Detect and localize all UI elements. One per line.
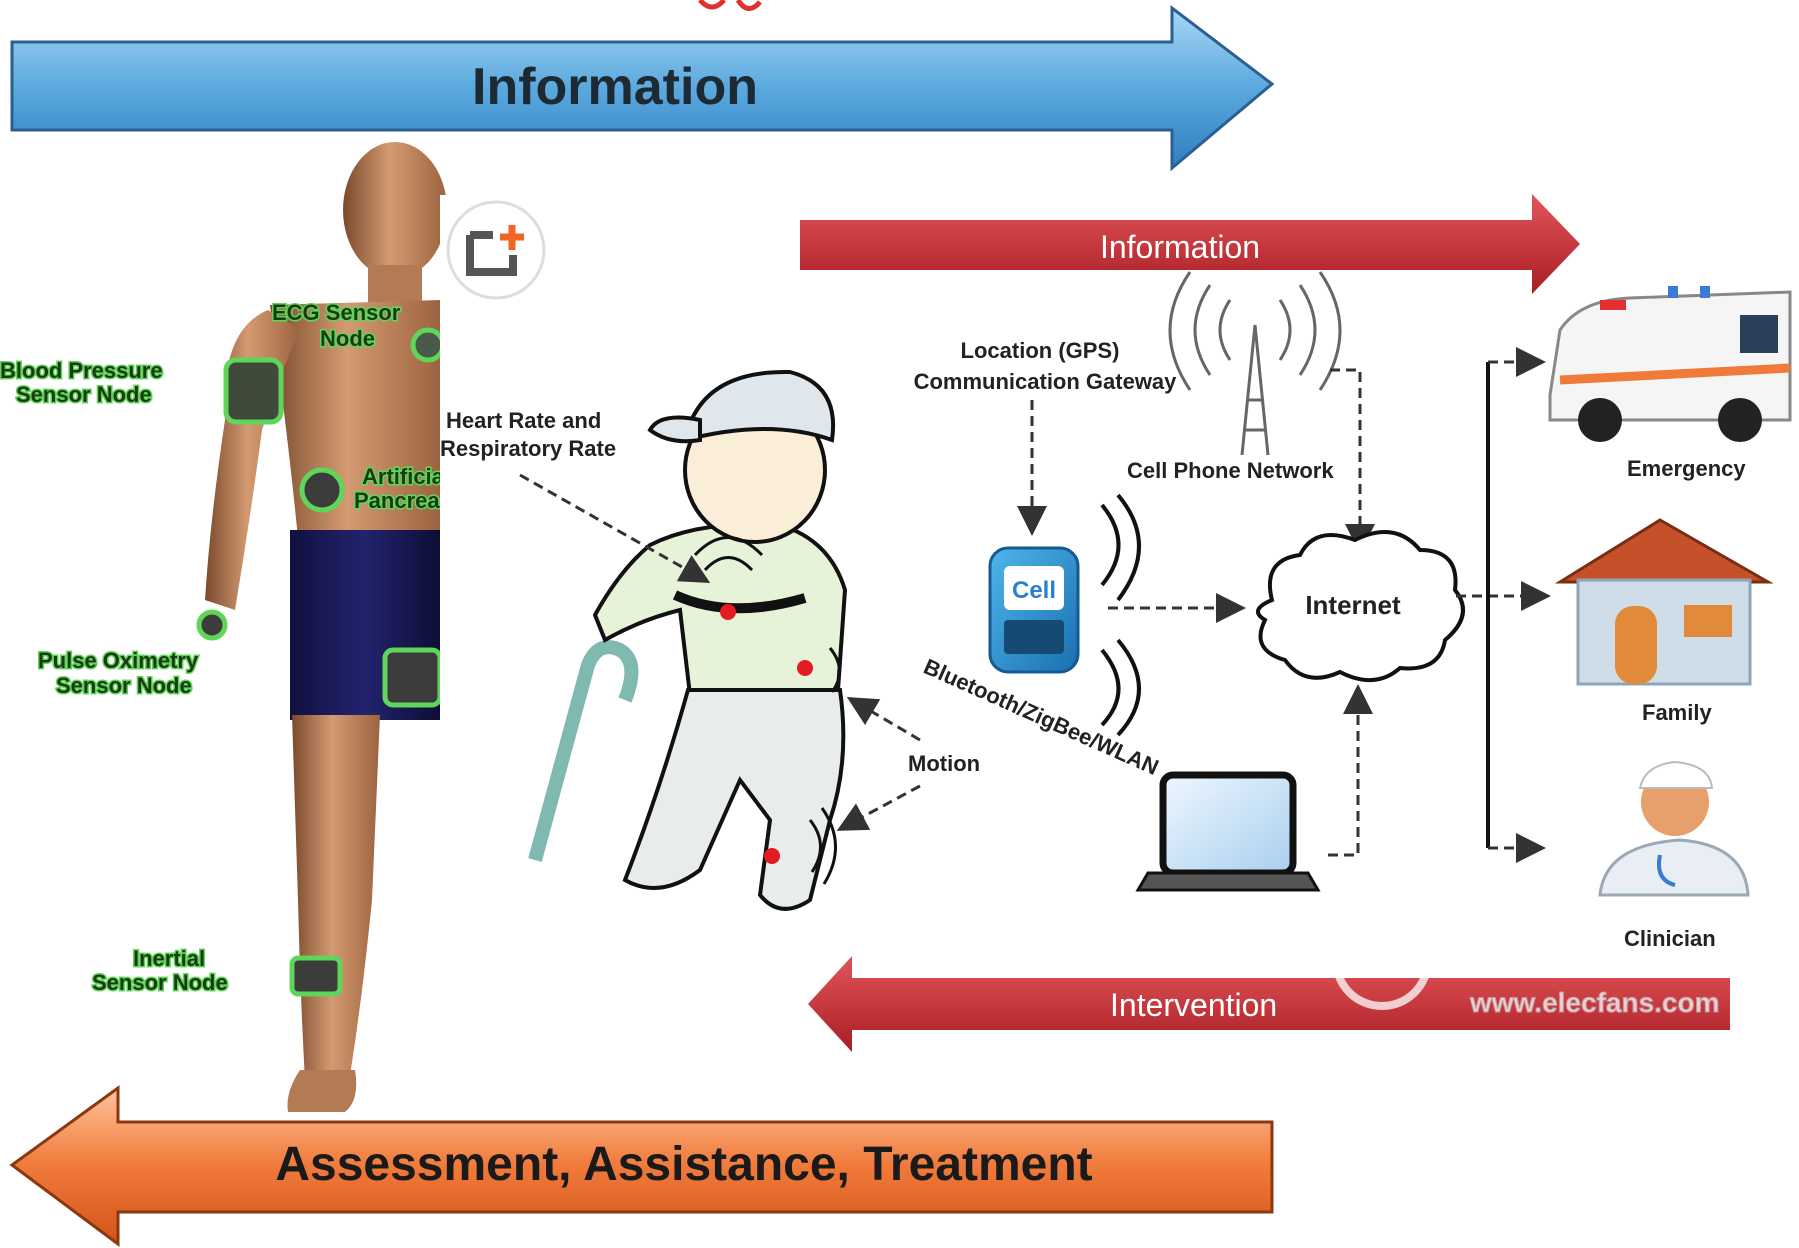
gps-label-line1: Location (GPS) — [961, 338, 1120, 363]
ankle-signal-waves — [808, 807, 837, 885]
pancreas-sensor-node — [299, 467, 345, 513]
cloud-icon — [1256, 530, 1465, 683]
motion-pointer-ankle — [836, 784, 921, 831]
cell-network-label: Cell Phone Network — [1127, 458, 1334, 483]
ecg-label-line2: Node — [320, 326, 375, 351]
chest-sensor-dot — [720, 604, 736, 620]
pulse-label-line2: Sensor Node — [56, 673, 192, 698]
body-foot — [287, 1070, 357, 1112]
phone-screen-label: Cell — [1012, 577, 1056, 604]
bp-label-line1: Blood Pressure — [0, 358, 163, 383]
phone-icon — [988, 546, 1080, 674]
assessment-label: Assessment, Assistance, Treatment — [275, 1138, 1092, 1191]
heart-rate-pointer — [519, 473, 711, 583]
ecg-sensor-node — [410, 327, 446, 363]
clinician-label: Clinician — [1624, 926, 1716, 951]
red-information-arrow: Information — [800, 194, 1580, 294]
top-information-arrow: Information — [10, 4, 1275, 172]
house-icon — [1554, 518, 1774, 686]
laptop-to-internet-link — [1328, 684, 1373, 857]
body-left-arm — [205, 310, 300, 610]
pancreas-label-line2: Pancreas — [354, 488, 452, 513]
wrist-sensor-dot — [797, 660, 813, 676]
intervention-label: Intervention — [1110, 987, 1277, 1023]
cell-tower-icon — [1168, 271, 1342, 456]
inertial-label-line2: Sensor Node — [92, 970, 228, 995]
ankle-sensor-dot — [764, 848, 780, 864]
man-pants — [622, 688, 846, 911]
wrist-signal-waves — [828, 647, 841, 693]
phone-signal-waves — [1100, 493, 1141, 737]
watermark: www.elecfans.com — [1332, 910, 1720, 1019]
body-head — [343, 142, 447, 278]
intervention-arrow: Intervention — [808, 956, 1730, 1052]
ambulance-icon — [1548, 286, 1792, 442]
body-neck — [368, 265, 422, 305]
inertial-sensor-node — [289, 955, 343, 997]
assessment-arrow: Assessment, Assistance, Treatment — [9, 1085, 1274, 1247]
doctor-icon — [1598, 760, 1750, 897]
man-cap-brim — [647, 415, 702, 444]
cane-icon — [528, 640, 639, 862]
emergency-label: Emergency — [1627, 456, 1746, 481]
body-left-leg — [292, 715, 380, 1080]
motion-label: Motion — [908, 751, 980, 776]
watermark-logo-icon — [1332, 910, 1432, 1010]
tower-to-internet-link — [1330, 368, 1375, 554]
plus-badge-icon[interactable] — [446, 200, 546, 300]
heart-rate-label-line1: Heart Rate and — [446, 408, 601, 433]
top-fragment-mark — [698, 0, 762, 11]
bp-label-line2: Sensor Node — [16, 382, 152, 407]
pancreas-label-line1: Artificial — [362, 464, 450, 489]
pulse-label-line1: Pulse Oximetry — [38, 648, 199, 673]
heart-rate-label-line2: Respiratory Rate — [440, 436, 616, 461]
gps-label-line2: Communication Gateway — [914, 369, 1178, 394]
red-information-label: Information — [1100, 229, 1260, 265]
ecg-label-line1: ECG Sensor — [272, 300, 401, 325]
pulse-sensor-node — [196, 609, 228, 641]
internet-label: Internet — [1305, 590, 1401, 620]
motion-pointer-wrist — [846, 696, 921, 742]
inertial-label-line1: Inertial — [133, 946, 205, 971]
top-information-label: Information — [472, 58, 758, 116]
family-label: Family — [1642, 700, 1712, 725]
thigh-sensor-node — [382, 647, 443, 708]
elderly-man-figure — [528, 369, 848, 911]
bp-sensor-node — [223, 357, 284, 425]
laptop-icon — [1135, 771, 1321, 892]
watermark-site: www.elecfans.com — [1469, 987, 1720, 1018]
body-sensor-figure: ECG Sensor Node Blood Pressure Sensor No… — [0, 142, 453, 1112]
man-cap — [682, 369, 836, 443]
